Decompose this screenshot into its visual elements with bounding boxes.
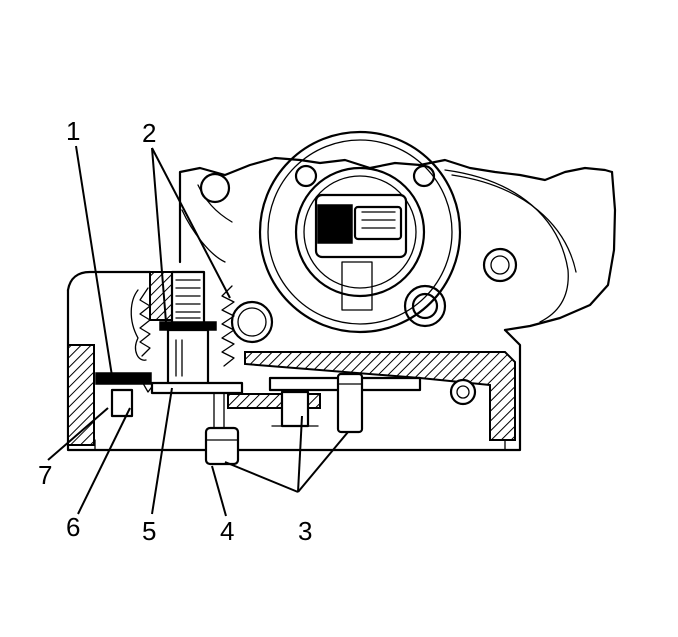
- callout-5: 5: [142, 516, 156, 546]
- spring-assembly: [130, 270, 235, 388]
- callout-4: 4: [220, 516, 234, 546]
- callout-2: 2: [142, 118, 156, 148]
- lever-and-pins: [95, 372, 422, 466]
- callout-1: 1: [66, 116, 80, 146]
- upper-housing: [178, 156, 617, 332]
- housing-boss-circle: [199, 172, 231, 204]
- callout-7: 7: [38, 460, 52, 490]
- callout-6: 6: [66, 512, 80, 542]
- leader-lines: [47, 145, 349, 517]
- callout-3: 3: [298, 516, 312, 546]
- central-bore: [230, 130, 518, 344]
- callouts: 1 2 3 4 5 6 7: [38, 116, 312, 546]
